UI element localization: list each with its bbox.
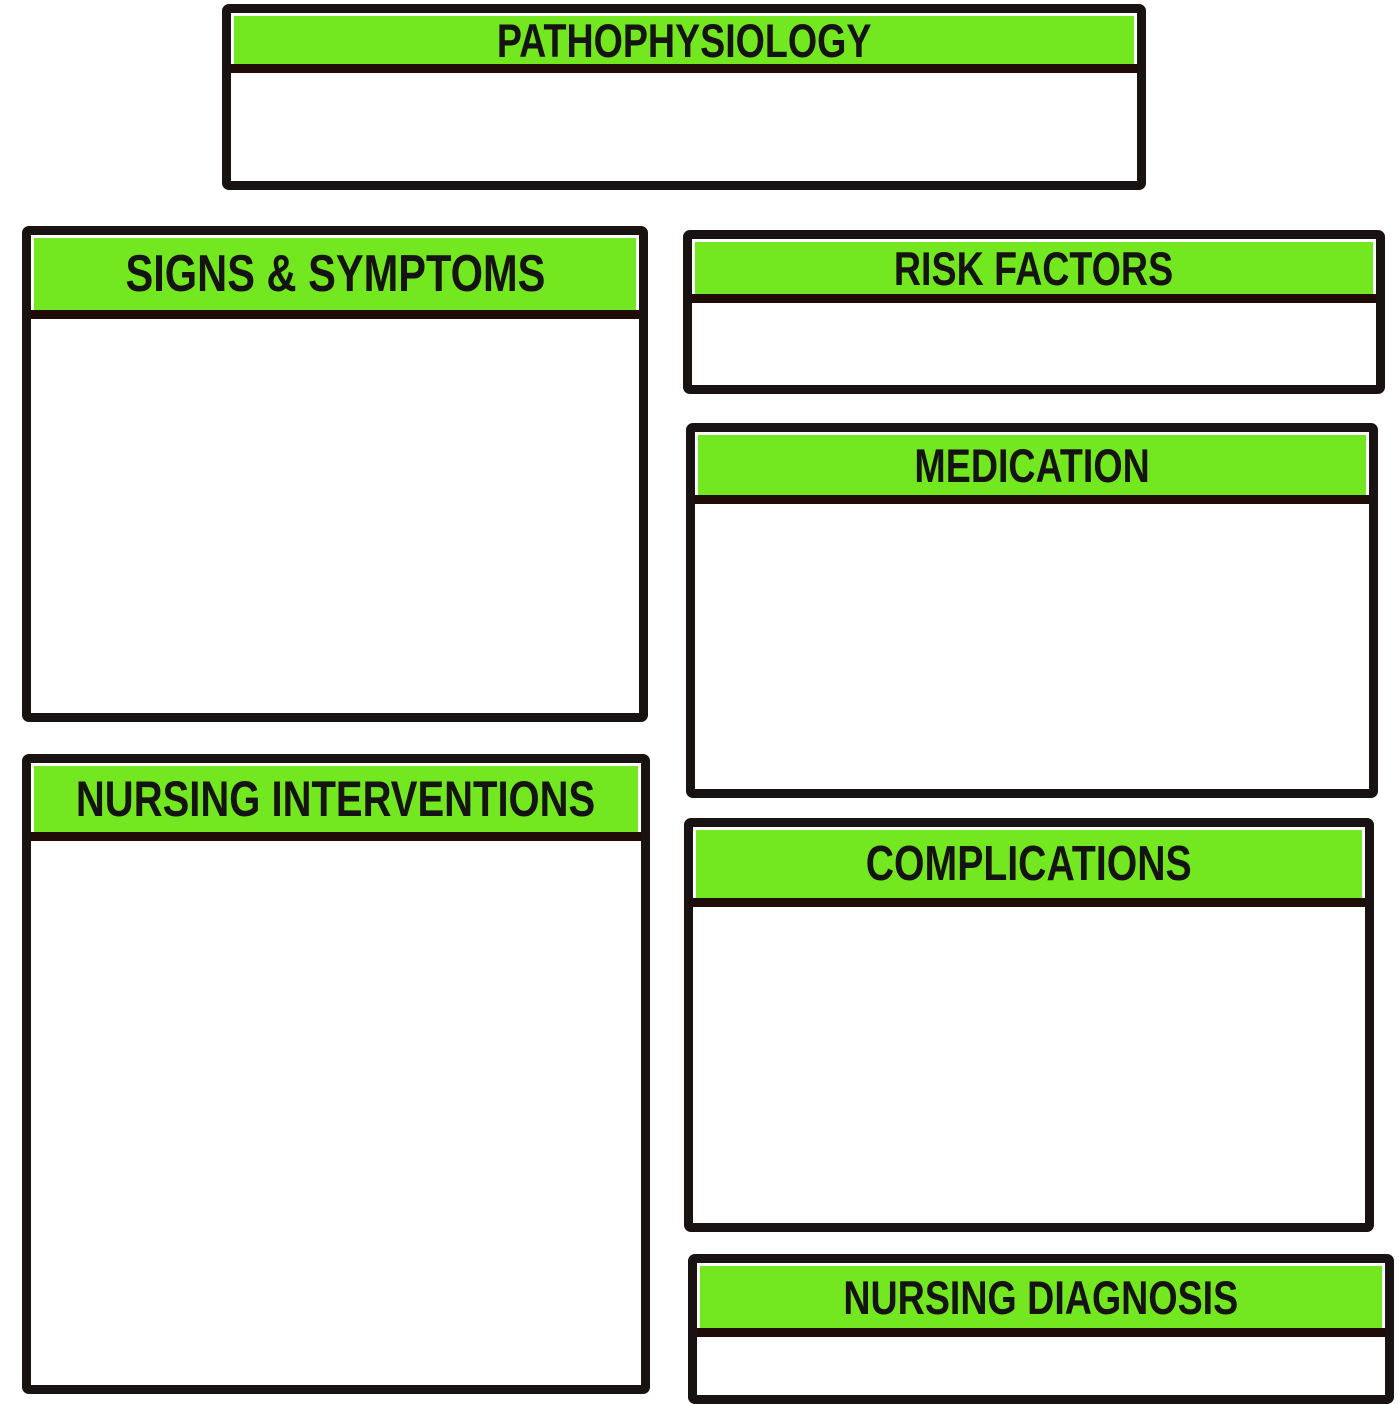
- nursing-interventions-notes-area[interactable]: [31, 841, 641, 1385]
- section-nursing-diagnosis-header: NURSING DIAGNOSIS: [697, 1263, 1385, 1337]
- section-signs-symptoms-header: SIGNS & SYMPTOMS: [31, 235, 639, 319]
- section-signs-symptoms-title: SIGNS & SYMPTOMS: [125, 245, 545, 303]
- complications-notes-area[interactable]: [693, 907, 1365, 1223]
- section-nursing-diagnosis: NURSING DIAGNOSIS: [688, 1254, 1394, 1404]
- section-pathophysiology-header-bar: PATHOPHYSIOLOGY: [234, 16, 1134, 64]
- concept-map-worksheet: { "palette": { "green": "#73e71f", "bord…: [22, 4, 1394, 1404]
- section-pathophysiology-title: PATHOPHYSIOLOGY: [496, 13, 872, 67]
- medication-notes-area[interactable]: [695, 504, 1369, 789]
- section-risk-factors-header: RISK FACTORS: [692, 239, 1376, 303]
- section-risk-factors-header-bar: RISK FACTORS: [695, 242, 1373, 294]
- section-medication: MEDICATION: [686, 423, 1378, 798]
- section-medication-title: MEDICATION: [914, 438, 1150, 492]
- section-nursing-diagnosis-title: NURSING DIAGNOSIS: [843, 1270, 1239, 1324]
- section-risk-factors: RISK FACTORS: [683, 230, 1385, 394]
- section-risk-factors-title: RISK FACTORS: [894, 241, 1174, 295]
- section-complications: COMPLICATIONS: [684, 818, 1374, 1232]
- section-nursing-interventions-title: NURSING INTERVENTIONS: [76, 771, 596, 827]
- section-medication-header: MEDICATION: [695, 432, 1369, 504]
- section-signs-symptoms-header-bar: SIGNS & SYMPTOMS: [34, 238, 636, 310]
- section-medication-header-bar: MEDICATION: [698, 435, 1366, 495]
- section-nursing-interventions: NURSING INTERVENTIONS: [22, 754, 650, 1394]
- section-pathophysiology-header: PATHOPHYSIOLOGY: [231, 13, 1137, 73]
- nursing-diagnosis-notes-area[interactable]: [697, 1337, 1385, 1395]
- pathophysiology-notes-area[interactable]: [231, 73, 1137, 181]
- section-nursing-diagnosis-header-bar: NURSING DIAGNOSIS: [700, 1266, 1382, 1328]
- section-complications-header-bar: COMPLICATIONS: [696, 830, 1362, 898]
- signs-symptoms-notes-area[interactable]: [31, 319, 639, 713]
- section-pathophysiology: PATHOPHYSIOLOGY: [222, 4, 1146, 190]
- section-complications-header: COMPLICATIONS: [693, 827, 1365, 907]
- risk-factors-notes-area[interactable]: [692, 303, 1376, 385]
- section-complications-title: COMPLICATIONS: [866, 836, 1192, 891]
- section-signs-symptoms: SIGNS & SYMPTOMS: [22, 226, 648, 722]
- section-nursing-interventions-header-bar: NURSING INTERVENTIONS: [34, 766, 638, 832]
- section-nursing-interventions-header: NURSING INTERVENTIONS: [31, 763, 641, 841]
